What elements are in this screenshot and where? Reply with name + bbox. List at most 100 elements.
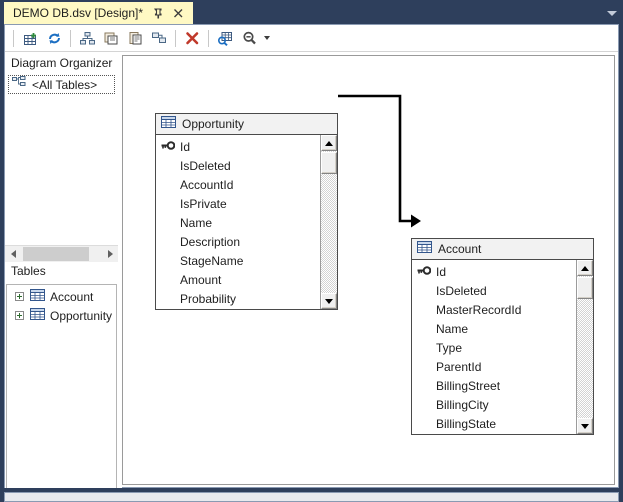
entity-field[interactable]: BillingState bbox=[412, 414, 576, 433]
entity-field[interactable]: IsDeleted bbox=[412, 281, 576, 300]
bottom-strip bbox=[0, 488, 623, 502]
entity-field[interactable]: Amount bbox=[156, 270, 320, 289]
close-icon[interactable] bbox=[171, 5, 186, 21]
entity-field[interactable]: Id bbox=[156, 137, 320, 156]
refresh-button[interactable] bbox=[42, 27, 66, 50]
arrow-up-icon[interactable] bbox=[577, 260, 593, 276]
add-table-button[interactable] bbox=[18, 27, 42, 50]
entity-field-label: IsDeleted bbox=[436, 283, 487, 298]
primary-key-icon bbox=[416, 263, 432, 281]
diagram-organizer-title: Diagram Organizer bbox=[5, 52, 118, 73]
entity-field-label: Id bbox=[436, 264, 447, 279]
entity-vertical-scrollbar[interactable] bbox=[320, 135, 337, 309]
tab-list-chevron-down-icon[interactable] bbox=[607, 9, 617, 18]
primary-key-icon bbox=[160, 138, 176, 156]
entity-field[interactable]: AccountId bbox=[156, 175, 320, 194]
entity-name: Opportunity bbox=[182, 117, 245, 131]
show-diagram-button[interactable] bbox=[75, 27, 99, 50]
arrange-tables-button[interactable] bbox=[147, 27, 171, 50]
entity-field[interactable]: IsDeleted bbox=[156, 156, 320, 175]
tree-item-opportunity[interactable]: Opportunity bbox=[7, 306, 116, 325]
entity-field[interactable]: BillingStreet bbox=[412, 376, 576, 395]
organizer-item-all-tables[interactable]: <All Tables> bbox=[8, 75, 115, 94]
table-icon bbox=[417, 240, 432, 258]
plus-icon[interactable] bbox=[15, 292, 24, 301]
entity-vertical-scrollbar[interactable] bbox=[576, 260, 593, 434]
tree-item-account[interactable]: Account bbox=[7, 287, 116, 306]
tables-pane-title: Tables bbox=[11, 264, 46, 278]
zoom-button[interactable] bbox=[237, 27, 261, 50]
tree-item-label: Account bbox=[50, 289, 94, 304]
plus-icon[interactable] bbox=[15, 311, 24, 320]
pane-splitter[interactable] bbox=[118, 52, 122, 488]
document-tab[interactable]: DEMO DB.dsv [Design]* bbox=[4, 2, 194, 24]
diagram-canvas[interactable]: Opportunity Id bbox=[122, 55, 615, 485]
entity-header[interactable]: Account bbox=[412, 239, 593, 260]
table-icon bbox=[30, 307, 45, 325]
entity-field[interactable]: ExpectedRevenue bbox=[156, 308, 320, 309]
entity-header[interactable]: Opportunity bbox=[156, 114, 337, 135]
document-tab-title: DEMO DB.dsv [Design]* bbox=[13, 6, 144, 20]
entity-field[interactable]: Name bbox=[412, 319, 576, 338]
entity-field-label: IsDeleted bbox=[180, 158, 231, 173]
toolbar-separator bbox=[13, 29, 14, 47]
entity-field[interactable]: StageName bbox=[156, 251, 320, 270]
entity-field-label: Description bbox=[180, 234, 241, 249]
left-pane: Diagram Organizer <All Tables> bbox=[5, 52, 118, 502]
arrow-right-icon[interactable] bbox=[102, 246, 118, 262]
organizer-item-label: <All Tables> bbox=[32, 77, 98, 92]
find-table-button[interactable] bbox=[213, 27, 237, 50]
scroll-thumb[interactable] bbox=[23, 247, 89, 261]
toolbar-separator bbox=[208, 29, 209, 47]
entity-field-label: ParentId bbox=[436, 359, 482, 374]
entity-field-label: Name bbox=[436, 321, 469, 336]
arrow-down-icon[interactable] bbox=[321, 293, 337, 309]
entity-field[interactable]: Name bbox=[156, 213, 320, 232]
entity-field-list: Id IsDeleted AccountId IsPrivate bbox=[156, 135, 320, 309]
arrow-right-icon bbox=[411, 214, 421, 228]
delete-button[interactable] bbox=[180, 27, 204, 50]
scroll-track[interactable] bbox=[21, 246, 102, 262]
toolbar-separator bbox=[175, 29, 176, 47]
entity-field[interactable]: MasterRecordId bbox=[412, 300, 576, 319]
entity-field[interactable]: Type bbox=[412, 338, 576, 357]
scroll-thumb[interactable] bbox=[577, 277, 593, 299]
tree-item-label: Opportunity bbox=[50, 308, 113, 323]
title-bar: DEMO DB.dsv [Design]* bbox=[0, 0, 623, 26]
entity-field[interactable]: Id bbox=[412, 262, 576, 281]
entity-field-label: AccountId bbox=[180, 177, 234, 192]
pin-icon[interactable] bbox=[152, 5, 166, 21]
diagram-icon bbox=[12, 75, 26, 94]
entity-field-label: Id bbox=[180, 139, 191, 154]
toolbar-separator bbox=[70, 29, 71, 47]
arrow-left-icon[interactable] bbox=[5, 246, 21, 262]
entity-name: Account bbox=[438, 242, 482, 256]
entity-field-label: Name bbox=[180, 215, 213, 230]
arrow-down-icon[interactable] bbox=[577, 418, 593, 434]
new-diagram-button[interactable] bbox=[123, 27, 147, 50]
entity-field-label: BillingStreet bbox=[436, 378, 501, 393]
entity-opportunity[interactable]: Opportunity Id bbox=[155, 113, 338, 310]
toolbar bbox=[5, 25, 618, 52]
entity-field-label: BillingCity bbox=[436, 397, 489, 412]
window-body: Diagram Organizer <All Tables> bbox=[4, 24, 619, 502]
zoom-chevron-down-icon[interactable] bbox=[261, 27, 272, 50]
entity-body: Id IsDeleted AccountId IsPrivate bbox=[156, 135, 337, 309]
entity-field[interactable]: BillingCity bbox=[412, 395, 576, 414]
entity-body: Id IsDeleted MasterRecordId Name bbox=[412, 260, 593, 434]
organizer-horizontal-scrollbar[interactable] bbox=[5, 245, 118, 262]
arrow-up-icon[interactable] bbox=[321, 135, 337, 151]
copy-diagram-button[interactable] bbox=[99, 27, 123, 50]
entity-field[interactable]: ParentId bbox=[412, 357, 576, 376]
entity-field[interactable]: Probability bbox=[156, 289, 320, 308]
entity-field-label: Type bbox=[436, 340, 463, 355]
tables-tree: Account Opportunity bbox=[6, 284, 117, 502]
entity-field[interactable]: IsPrivate bbox=[156, 194, 320, 213]
entity-field-label: BillingState bbox=[436, 416, 497, 431]
entity-field-label: StageName bbox=[180, 253, 244, 268]
entity-field[interactable]: BillingPostalCode bbox=[412, 433, 576, 434]
scroll-thumb[interactable] bbox=[321, 152, 337, 174]
entity-field[interactable]: Description bbox=[156, 232, 320, 251]
entity-account[interactable]: Account Id bbox=[411, 238, 594, 435]
table-icon bbox=[161, 115, 176, 133]
